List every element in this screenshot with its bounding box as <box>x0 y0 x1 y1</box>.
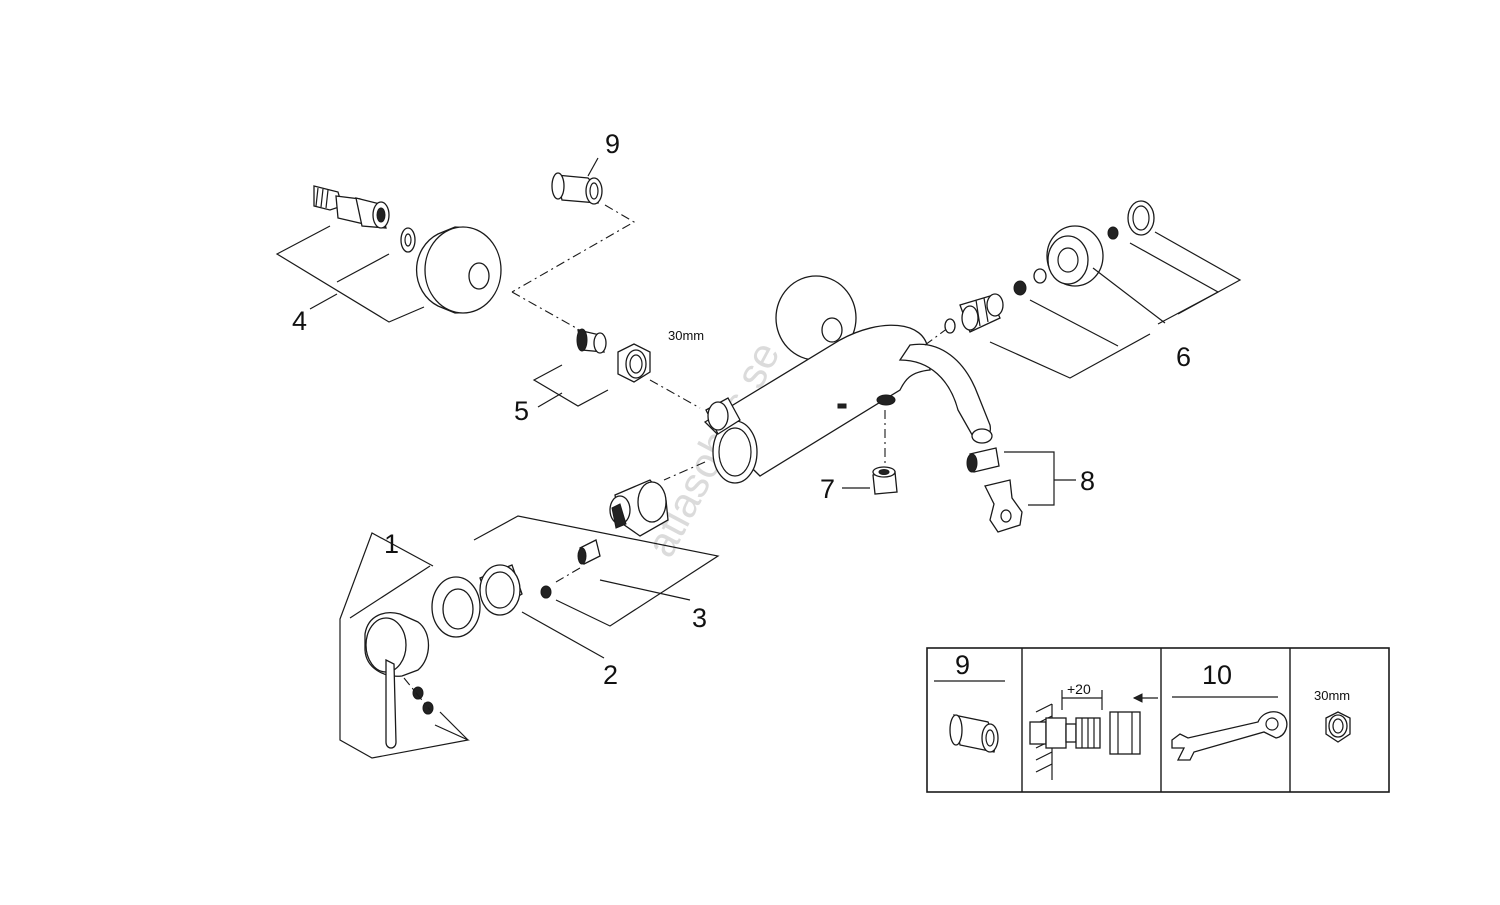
legend-number-10: 10 <box>1202 660 1232 690</box>
part-3-cartridge <box>473 461 720 627</box>
legend-cell-nut <box>1325 711 1351 743</box>
callout-7: 7 <box>820 474 835 504</box>
legend-cell-extension <box>1029 690 1158 780</box>
part-4-eccentric-set <box>275 185 502 323</box>
part-9-adapter <box>511 157 636 293</box>
part-7-outlet-insert <box>842 410 898 495</box>
legend-cell-wrench <box>1171 696 1288 761</box>
nut-size-label: 30mm <box>668 328 704 343</box>
legend-number-9: 9 <box>955 650 970 680</box>
callout-4: 4 <box>292 306 307 336</box>
callout-8: 8 <box>1080 466 1095 496</box>
callout-6: 6 <box>1176 342 1191 372</box>
part-2-ring-set <box>431 564 605 659</box>
callout-5: 5 <box>514 396 529 426</box>
legend-box: 9 +20 <box>926 647 1390 793</box>
legend-dimension-label: +20 <box>1067 681 1091 697</box>
legend-nut-size: 30mm <box>1314 688 1350 703</box>
callout-9: 9 <box>605 129 620 159</box>
callout-2: 2 <box>603 660 618 690</box>
mixer-body <box>703 275 993 484</box>
part-5-union-nut <box>511 291 701 409</box>
legend-cell-adapter <box>934 680 1005 753</box>
callout-1: 1 <box>384 529 399 559</box>
part-1-handle <box>339 532 470 759</box>
part-6-valve-set <box>924 200 1242 379</box>
callout-3: 3 <box>692 603 707 633</box>
part-8-aerator-key <box>966 447 1076 533</box>
